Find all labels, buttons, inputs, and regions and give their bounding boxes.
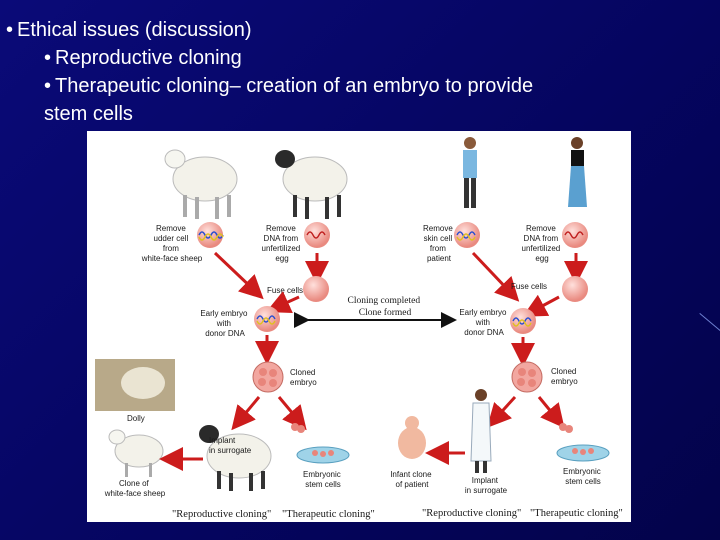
label-center-cloning: Cloning completed Clone formed: [348, 296, 423, 318]
label-infant-clone: Infant clone of patient: [390, 470, 434, 489]
bullet-therapeutic-cloning: •Therapeutic cloning– creation of an emb…: [44, 75, 534, 125]
decorative-line: [699, 313, 720, 332]
arrow-to-stemcells-right: [537, 396, 565, 429]
enucleated-egg-right-icon: [562, 276, 588, 302]
label-implant-right: Implant in surrogate: [465, 476, 508, 495]
bullet-ethical-issues: •Ethical issues (discussion): [6, 19, 252, 41]
enucleated-egg-left-icon: [303, 276, 329, 302]
arrow-to-implant-left: [231, 396, 261, 431]
arrow-fuse-left: [266, 291, 300, 313]
label-stem-cells-left: Embryonic stem cells: [303, 470, 343, 489]
bullet-reproductive-cloning: •Reproductive cloning: [44, 47, 242, 69]
label-remove-udder: Remove udder cell from white-face sheep: [141, 224, 203, 263]
cloning-diagram: Remove udder cell from white-face sheep …: [87, 131, 631, 522]
skin-cell-icon: [454, 222, 480, 248]
black-face-sheep-icon: [275, 150, 348, 219]
egg-cell-left-icon: [304, 222, 330, 248]
cell-clumps-left-icon: [291, 423, 305, 433]
caption-left-therapeutic: "Therapeutic cloning": [282, 509, 375, 520]
cloned-embryo-right-icon: [511, 361, 543, 393]
label-fuse-left: Fuse cells: [267, 286, 303, 295]
cell-clumps-right-icon: [559, 423, 573, 433]
label-stem-cells-right: Embryonic stem cells: [563, 467, 603, 486]
cloned-embryo-left-icon: [252, 361, 284, 393]
white-face-sheep-icon: [164, 149, 238, 219]
label-remove-dna-right: Remove DNA from unfertilized egg: [522, 224, 563, 263]
egg-cell-right-icon: [562, 222, 588, 248]
udder-cell-icon: [197, 222, 224, 248]
arrow-to-implant-right: [486, 395, 517, 428]
female-donor-icon: [568, 137, 587, 207]
label-remove-dna-left: Remove DNA from unfertilized egg: [262, 224, 303, 263]
petri-dish-right-icon: [556, 444, 610, 462]
arrow-fuse-right: [522, 294, 560, 317]
label-implant-left: Implant in surrogate: [209, 436, 252, 455]
cloning-diagram-svg: Remove udder cell from white-face sheep …: [95, 137, 623, 520]
label-dolly: Dolly: [127, 414, 145, 423]
surrogate-figure-icon: [470, 389, 492, 473]
male-patient-icon: [463, 137, 477, 208]
petri-dish-left-icon: [296, 446, 350, 464]
label-early-embryo-left: Early embryo with donor DNA: [200, 309, 249, 338]
dolly-sheep-shape: [121, 367, 165, 399]
label-cloned-embryo-left: Cloned embryo: [290, 368, 318, 387]
arrow-to-stemcells-left: [277, 396, 307, 431]
arrow-udder-to-fuse: [213, 251, 264, 300]
early-embryo-left-icon: [254, 306, 280, 332]
caption-left-reproductive: "Reproductive cloning": [172, 509, 271, 520]
bullet-list: •Ethical issues (discussion) •Reproducti…: [6, 16, 706, 128]
label-remove-skin: Remove skin cell from patient: [423, 224, 455, 263]
clone-sheep-icon: [108, 429, 164, 477]
label-clone-sheep: Clone of white-face sheep: [104, 479, 166, 498]
arrow-skin-to-fuse: [471, 251, 520, 302]
surrogate-sheep-icon: [199, 425, 272, 491]
label-early-embryo-right: Early embryo with donor DNA: [459, 308, 508, 337]
label-cloned-embryo-right: Cloned embryo: [551, 367, 579, 386]
caption-right-reproductive: "Reproductive cloning": [422, 508, 521, 519]
label-fuse-right: Fuse cells: [511, 282, 547, 291]
caption-right-therapeutic: "Therapeutic cloning": [530, 508, 623, 519]
infant-clone-icon: [398, 416, 426, 459]
early-embryo-right-icon: [510, 308, 536, 334]
